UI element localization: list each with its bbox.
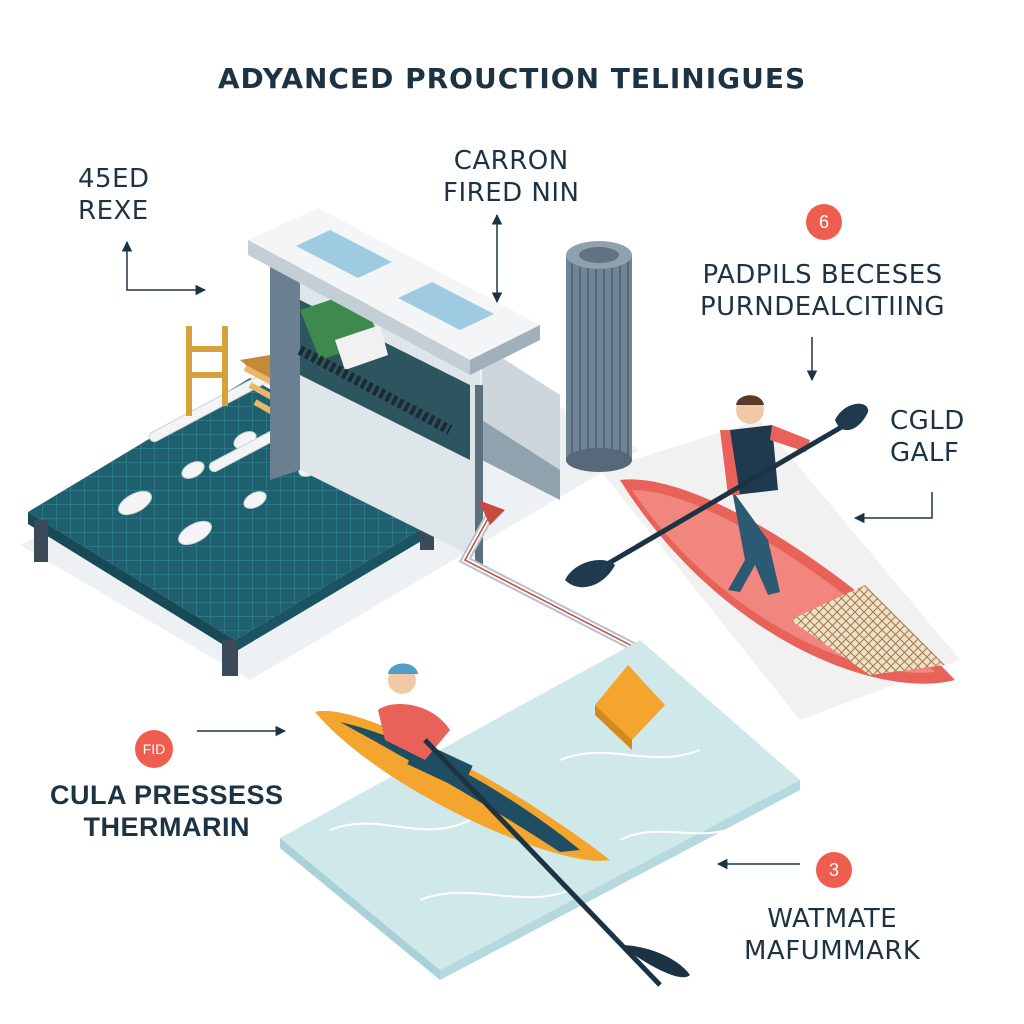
badge-bottom-right: 3 — [816, 852, 852, 888]
badge-bottom-left: FID — [135, 730, 173, 768]
arrow-top-left — [121, 240, 207, 296]
red-boat — [565, 395, 955, 684]
pump-block — [595, 665, 665, 750]
label-right-top-line2: PURNDEALCITIING — [700, 292, 946, 322]
label-top-left: 45ED REXE — [78, 163, 150, 227]
label-top-left-line2: REXE — [78, 196, 149, 226]
carbon-cylinder — [566, 241, 632, 472]
label-bottom-left-line1: CULA PRESSESS — [50, 780, 284, 810]
yellow-kayak — [315, 663, 690, 987]
label-right-top-line1: PADPILS BECESES — [702, 260, 943, 290]
label-right-top: PADPILS BECESES PURNDEALCITIING — [700, 259, 945, 323]
label-bottom-right-line1: WATMATE — [767, 904, 898, 934]
leader-arrows — [121, 213, 933, 870]
label-bottom-left: CULA PRESSESS THERMARIN — [50, 779, 284, 843]
label-top-center: CARRON FIRED NIN — [443, 145, 579, 209]
water-pool — [280, 640, 800, 980]
label-right-mid-line2: GALF — [890, 438, 960, 468]
badge-right-top: 6 — [806, 204, 842, 240]
label-bottom-left-line2: THERMARIN — [83, 812, 251, 842]
diagram-title: ADYANCED PROUCTION TELINIGUES — [217, 62, 807, 95]
label-top-center-line2: FIRED NIN — [443, 178, 580, 208]
label-bottom-right: WATMATE MAFUMMARK — [744, 903, 920, 967]
arrow-right-mid — [853, 492, 933, 524]
label-bottom-right-line2: MAFUMMARK — [744, 936, 921, 966]
factory-machine — [248, 208, 560, 565]
label-right-mid: CGLD GALF — [890, 405, 965, 469]
label-top-center-line1: CARRON — [453, 146, 569, 176]
label-right-mid-line1: CGLD — [890, 406, 965, 436]
label-top-left-line1: 45ED — [78, 164, 150, 194]
